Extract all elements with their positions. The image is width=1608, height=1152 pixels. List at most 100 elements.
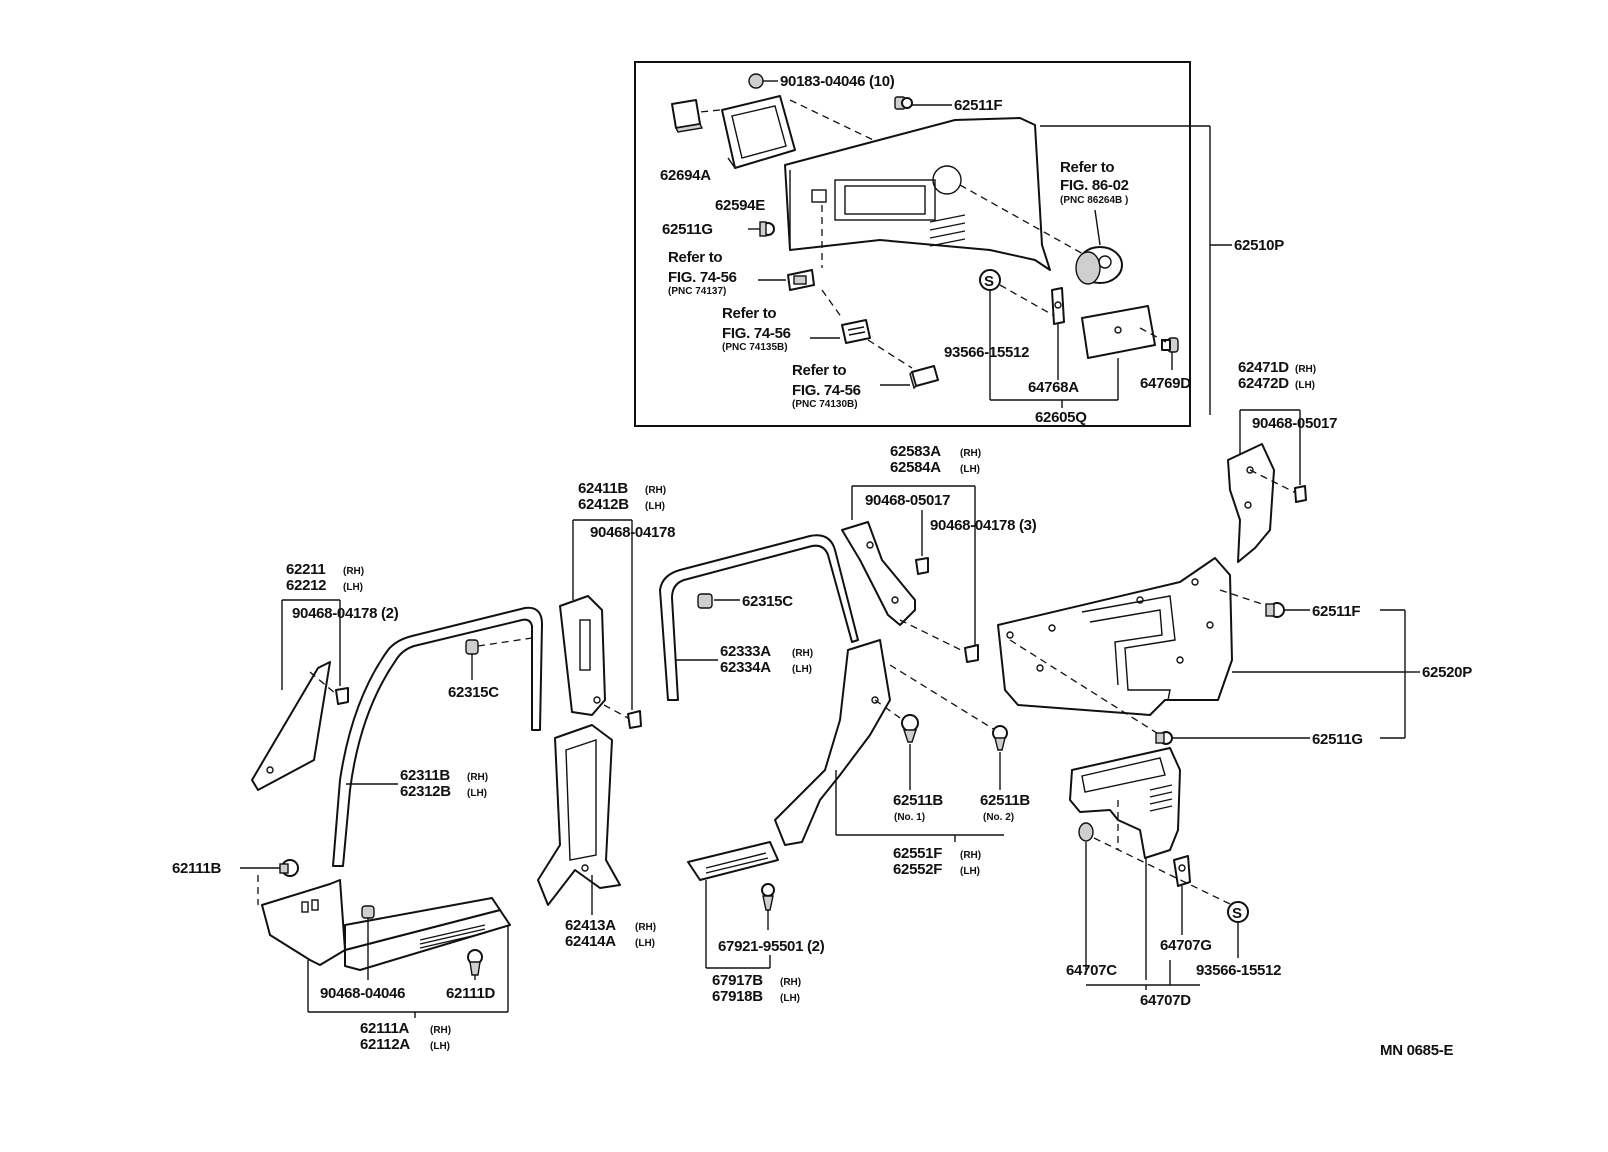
label-62584A-lh: (LH) — [960, 464, 980, 475]
label-62311B: 62311B — [400, 767, 450, 784]
label-62333A: 62333A — [720, 643, 771, 660]
refer-86-02-line2: FIG. 86-02 — [1060, 177, 1129, 194]
label-62552F-lh: (LH) — [960, 866, 980, 877]
weatherstrip-62311B-icon — [332, 606, 543, 867]
clip-90468-04178-3-icon — [964, 644, 979, 663]
scuff-plate-67917B-icon — [687, 841, 779, 881]
label-62111D: 62111D — [446, 985, 496, 1002]
label-64768A: 64768A — [1028, 379, 1079, 396]
clip-64769D-icon — [1161, 337, 1179, 353]
label-64707G: 64707G — [1160, 937, 1212, 954]
label-62333A-rh: (RH) — [792, 648, 813, 659]
pillar-62411B-icon — [559, 595, 606, 716]
trim-62551F-icon — [774, 639, 891, 846]
pillar-62211-icon — [251, 661, 331, 791]
label-62471D-rh: (RH) — [1295, 364, 1316, 375]
duct-62594E-icon — [721, 95, 796, 169]
switch-74135B-icon — [841, 319, 871, 344]
refer-74137-line3: (PNC 74137) — [668, 286, 726, 297]
label-62510P: 62510P — [1234, 237, 1284, 254]
clip-90468-04046-icon — [361, 905, 375, 919]
label-62111B: 62111B — [172, 860, 222, 877]
refer-74135B-line3: (PNC 74135B) — [722, 342, 788, 353]
screw-62511F-r-icon — [1265, 602, 1285, 618]
label-62315C-a: 62315C — [448, 684, 499, 701]
label-62472D: 62472D — [1238, 375, 1289, 392]
label-62511B-1: 62511B — [893, 792, 943, 809]
block-62694A-icon — [671, 99, 704, 133]
pillar-62471D-icon — [1227, 443, 1275, 563]
label-90468-04178-m: 90468-04178 — [590, 524, 675, 541]
label-62511B-1-no: (No. 1) — [894, 812, 925, 823]
clip-90468-04178-2-icon — [335, 687, 349, 705]
label-62334A-lh: (LH) — [792, 664, 812, 675]
bracket-64768A-icon — [1051, 287, 1065, 325]
label-62605Q: 62605Q — [1035, 409, 1087, 426]
label-62511B-2-no: (No. 2) — [983, 812, 1014, 823]
refer-74130B-line2: FIG. 74-56 — [792, 382, 861, 399]
clip-90468-05017-r-icon — [1294, 485, 1307, 503]
label-62414A-lh: (LH) — [635, 938, 655, 949]
screw-62111B-icon — [279, 859, 299, 877]
label-62551F-rh: (RH) — [960, 850, 981, 861]
label-62411B: 62411B — [578, 480, 628, 497]
label-62334A: 62334A — [720, 659, 771, 676]
refer-74137-line1: Refer to — [668, 249, 722, 266]
label-90468-05017-r: 90468-05017 — [1252, 415, 1337, 432]
clip-62315C-b-icon — [697, 593, 713, 609]
label-64769D: 64769D — [1140, 375, 1191, 392]
label-62412B: 62412B — [578, 496, 629, 513]
label-67917B-rh: (RH) — [780, 977, 801, 988]
label-64707C: 64707C — [1066, 962, 1117, 979]
rear-panel-62520P-icon — [997, 557, 1233, 716]
clip-90183-icon — [748, 73, 764, 89]
refer-86-02-line1: Refer to — [1060, 159, 1114, 176]
screw-62511G-top-icon — [759, 221, 775, 237]
label-62212-lh: (LH) — [343, 582, 363, 593]
clip-62111D-icon — [467, 949, 483, 976]
label-62413A: 62413A — [565, 917, 616, 934]
label-62584A: 62584A — [890, 459, 941, 476]
diagram-code: MN 0685-E — [1380, 1042, 1453, 1059]
label-62312B: 62312B — [400, 783, 451, 800]
clip-67921-icon — [761, 883, 775, 911]
label-62511B-2: 62511B — [980, 792, 1030, 809]
refer-74135B-line1: Refer to — [722, 305, 776, 322]
pillar-62583A-icon — [841, 521, 916, 626]
label-62551F: 62551F — [893, 845, 942, 862]
label-67921: 67921-95501 (2) — [718, 938, 825, 955]
label-62511G-top: 62511G — [662, 221, 713, 238]
label-93566-top: 93566-15512 — [944, 344, 1029, 361]
screw-62511G-r-icon — [1155, 731, 1173, 745]
label-62411B-rh: (RH) — [645, 485, 666, 496]
label-62471D: 62471D — [1238, 359, 1289, 376]
label-62412B-lh: (LH) — [645, 501, 665, 512]
label-90468-04046: 90468-04046 — [320, 985, 405, 1002]
cover-panel-icon — [1081, 305, 1156, 359]
label-62111A-rh: (RH) — [430, 1025, 451, 1036]
label-62112A: 62112A — [360, 1036, 410, 1053]
clip-90468-04178-m-icon — [627, 710, 642, 729]
label-62312B-lh: (LH) — [467, 788, 487, 799]
label-67917B: 67917B — [712, 972, 763, 989]
label-62552F: 62552F — [893, 861, 942, 878]
label-90468-05017-m: 90468-05017 — [865, 492, 950, 509]
clip-64707C-icon — [1078, 822, 1094, 842]
refer-74130B-line3: (PNC 74130B) — [792, 399, 858, 410]
refer-74130B-line1: Refer to — [792, 362, 846, 379]
inset-frame — [634, 61, 1191, 427]
label-62511F-r: 62511F — [1312, 603, 1360, 620]
label-62315C-b: 62315C — [742, 593, 793, 610]
label-62511G-r: 62511G — [1312, 731, 1363, 748]
refer-74135B-line2: FIG. 74-56 — [722, 325, 791, 342]
label-62414A: 62414A — [565, 933, 616, 950]
s-mark-top-icon: S — [979, 269, 1001, 291]
label-62594E: 62594E — [715, 197, 765, 214]
clip-90468-05017-m-icon — [915, 557, 929, 575]
label-62520P: 62520P — [1422, 664, 1472, 681]
speaker-cover-icon — [1075, 246, 1123, 285]
refer-74137-line2: FIG. 74-56 — [668, 269, 737, 286]
label-93566-bottom: 93566-15512 — [1196, 962, 1281, 979]
pillar-62413A-icon — [537, 724, 621, 906]
